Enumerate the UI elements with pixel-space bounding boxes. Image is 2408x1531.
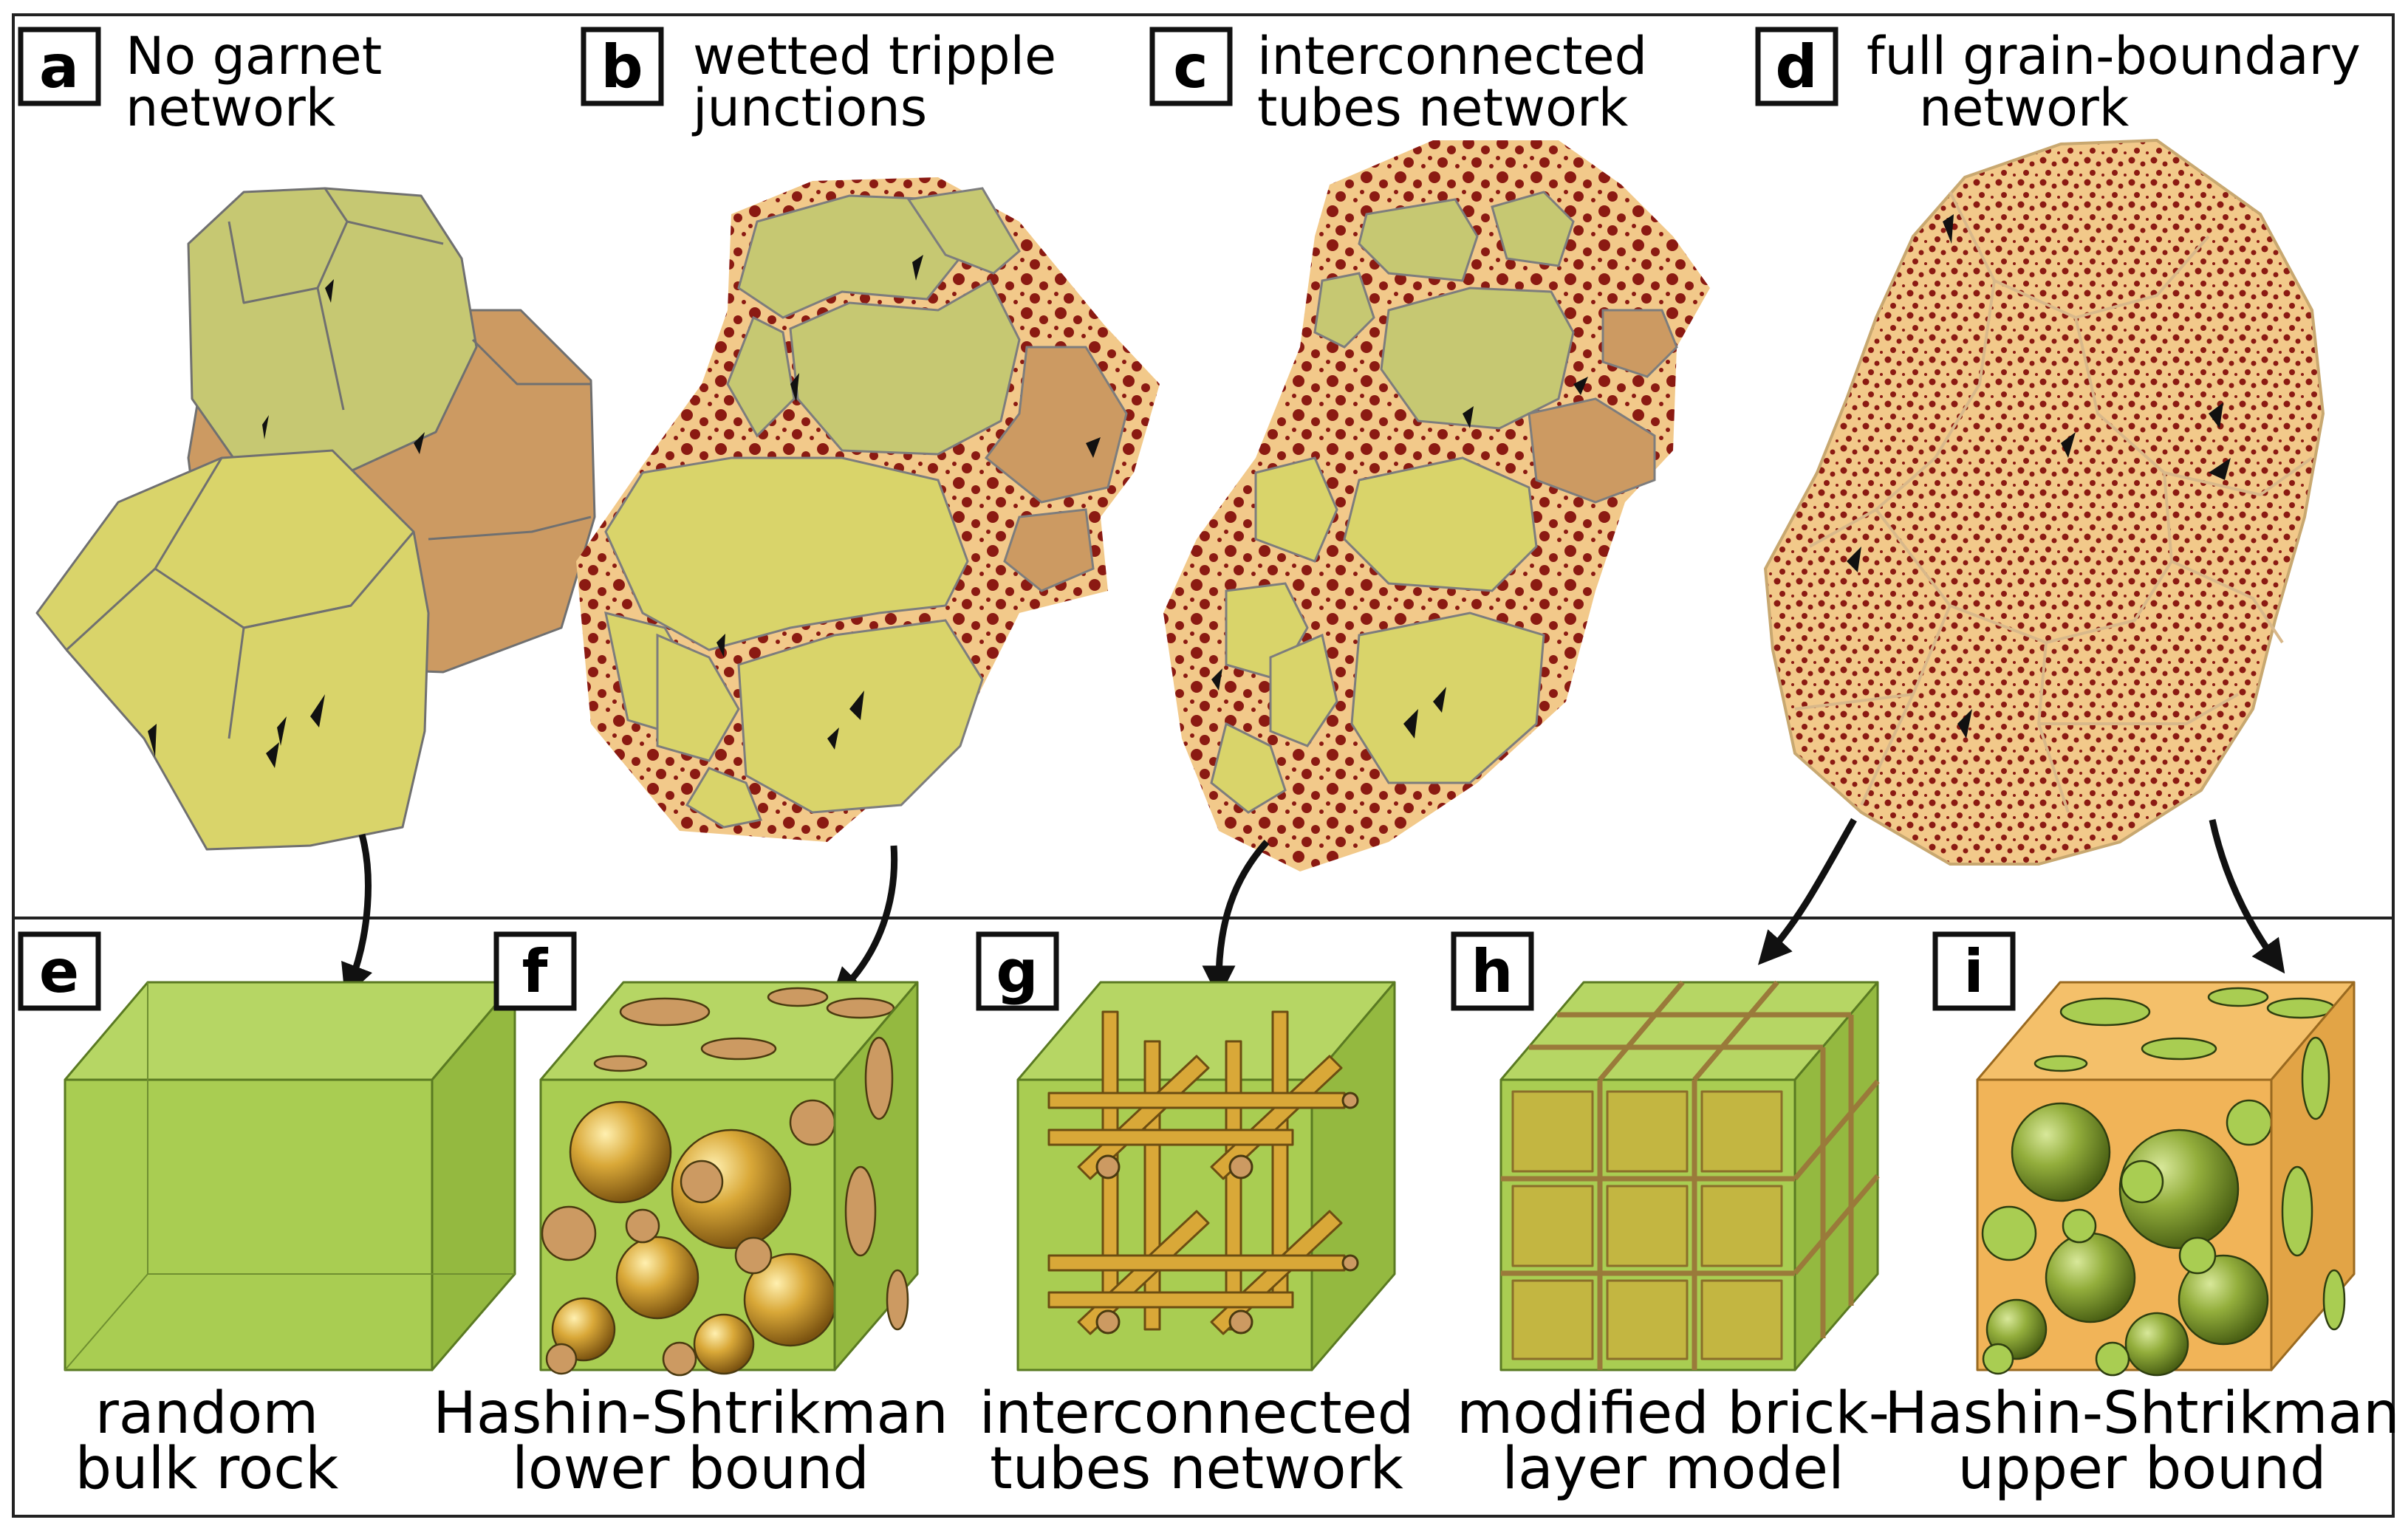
cube-f: [539, 981, 919, 1377]
cube-h: [1499, 980, 1880, 1371]
panel-label-c: c: [1173, 32, 1208, 101]
caption-b-line2: junctions: [691, 78, 927, 138]
label-box-e: [18, 931, 101, 1011]
caption-e-line2: bulk rock: [75, 1436, 339, 1502]
caption-h-line1: modified brick-: [1457, 1380, 1889, 1447]
arrow-c-to-g: [1202, 839, 1270, 999]
caption-a-line1: No garnet: [126, 26, 382, 86]
caption-h-line2: layer model: [1502, 1436, 1844, 1502]
arrow-d-to-h: [1757, 818, 1857, 965]
cube-i: [1976, 981, 2356, 1377]
panel-label-h: h: [1471, 937, 1513, 1006]
panel-a-grains: [35, 187, 596, 851]
panel-d-grains: [1763, 138, 2325, 866]
label-box-a: [18, 27, 101, 106]
arrow-a-to-e: [341, 833, 373, 999]
panel-label-i: i: [1963, 937, 1983, 1006]
cube-g: [1016, 981, 1396, 1371]
arrow-d-to-i: [2209, 819, 2285, 974]
label-box-b: [581, 27, 664, 106]
caption-g-line2: tubes network: [990, 1436, 1403, 1502]
caption-i-line1: Hashin-Shtrikman: [1884, 1380, 2399, 1447]
cube-e: [64, 981, 516, 1371]
label-box-h: [1451, 931, 1534, 1011]
caption-c-line2: tubes network: [1257, 78, 1629, 138]
panel-label-g: g: [996, 937, 1038, 1006]
panel-b-grains: [576, 177, 1160, 842]
caption-e-line1: random: [95, 1380, 319, 1447]
caption-c-line1: interconnected: [1257, 26, 1647, 86]
label-box-f: [493, 931, 577, 1011]
label-box-i: [1932, 931, 2016, 1011]
figure-frame: [12, 13, 2395, 1518]
caption-b-line1: wetted tripple: [693, 26, 1056, 86]
panel-label-a: a: [39, 32, 79, 101]
panel-label-e: e: [39, 937, 79, 1006]
caption-d-line1: full grain-boundary: [1867, 26, 2361, 86]
caption-f-line2: lower bound: [512, 1436, 869, 1502]
caption-g-line1: interconnected: [979, 1380, 1414, 1447]
caption-a-line2: network: [126, 78, 336, 138]
panel-label-f: f: [522, 937, 549, 1006]
caption-i-line2: upper bound: [1958, 1436, 2327, 1502]
caption-f-line1: Hashin-Shtrikman: [433, 1380, 948, 1447]
panel-c-grains: [1163, 140, 1710, 871]
panel-label-b: b: [601, 32, 643, 101]
caption-d-line2: network: [1919, 78, 2130, 138]
arrow-b-to-f: [830, 845, 898, 1001]
label-box-g: [976, 931, 1059, 1011]
label-box-c: [1149, 27, 1233, 106]
panel-label-d: d: [1775, 32, 1817, 101]
label-box-d: [1755, 27, 1839, 106]
